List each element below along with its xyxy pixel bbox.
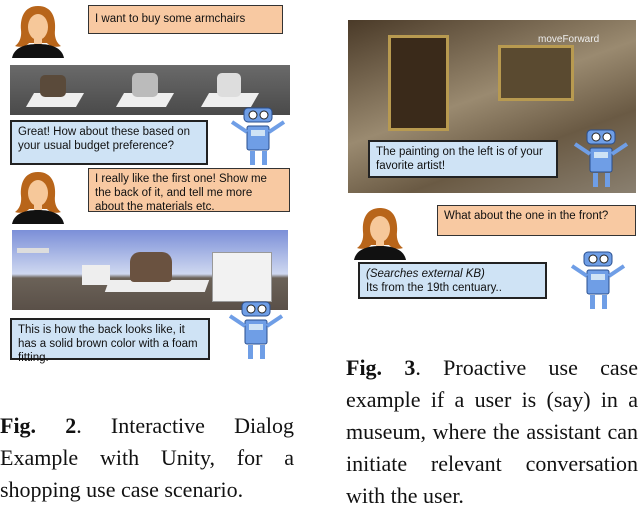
- caption-text: . Proactive use case example if a user i…: [346, 355, 638, 508]
- caption-label: Fig. 3: [346, 355, 416, 380]
- user-avatar-icon: [8, 168, 68, 224]
- user-message-bubble: I really like the first one! Show me the…: [88, 168, 290, 213]
- bot-message-bubble: The painting on the left is of your favo…: [368, 140, 558, 178]
- user-avatar-icon: [8, 2, 68, 58]
- user-message-bubble: What about the one in the front?: [437, 205, 636, 236]
- robot-avatar-icon: [562, 250, 632, 312]
- bot-message-bubble: This is how the back looks like, it has …: [10, 318, 210, 364]
- figure-caption: Fig. 3. Proactive use case example if a …: [346, 352, 638, 512]
- figure-caption: Fig. 2. Interactive Dialog Example with …: [0, 410, 294, 506]
- user-avatar-icon: [350, 204, 410, 260]
- robot-avatar-icon: [565, 128, 635, 190]
- armchair-options-image: [10, 65, 290, 115]
- bot-action-text: (Searches external KB): [366, 268, 485, 280]
- robot-avatar-icon: [220, 300, 290, 362]
- bot-message-text: Its from the 19th centuary..: [366, 282, 502, 294]
- scene-watermark: moveForward: [538, 34, 600, 45]
- bot-message-bubble: (Searches external KB) Its from the 19th…: [358, 262, 547, 299]
- caption-text: . Interactive Dialog Example with Unity,…: [0, 413, 294, 502]
- unity-scene-image: [12, 230, 288, 310]
- caption-label: Fig. 2: [0, 413, 77, 438]
- user-message-bubble: I want to buy some armchairs: [88, 5, 283, 34]
- bot-message-bubble: Great! How about these based on your usu…: [10, 120, 208, 165]
- robot-avatar-icon: [222, 106, 292, 168]
